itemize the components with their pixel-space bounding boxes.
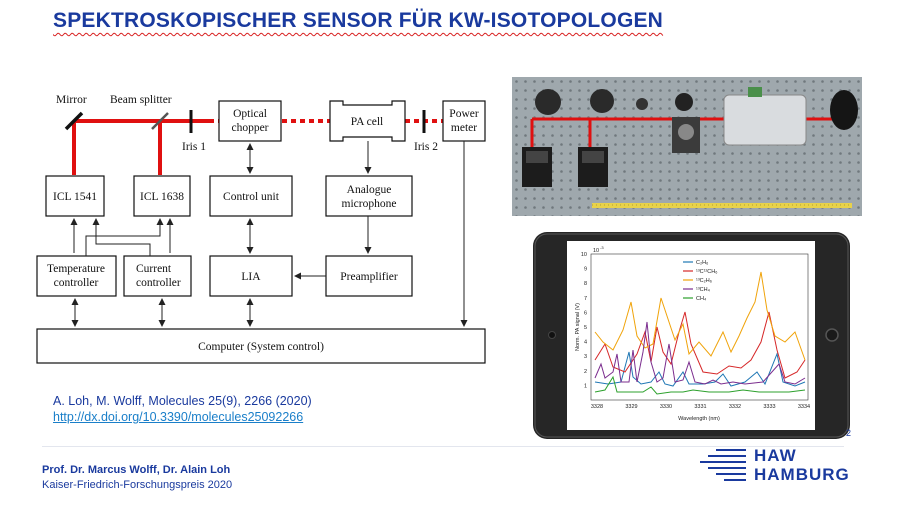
spectrum-plot: 10 9 8 7 6 5 4 3 2 1 3328 3329 3330 3331 3332 3333 3334… (533, 232, 850, 439)
iris1-label: Iris 1 (182, 141, 206, 153)
current-controller-label-2: controller (136, 277, 181, 289)
power-meter-box (442, 100, 486, 142)
lia-label: LIA (241, 271, 261, 283)
y-multiplier-exp: -3 (600, 245, 604, 250)
optical-chopper-box (218, 100, 282, 142)
y-tick-label: 9 (584, 267, 587, 273)
temperature-controller-label-1: Temperature (47, 263, 105, 275)
pa-cell-label: PA cell (351, 116, 383, 128)
haw-hamburg-logo: HAW HAMBURG (700, 446, 865, 486)
preamplifier-box (325, 255, 413, 297)
lia-box (209, 255, 293, 297)
footer-event: Kaiser-Friedrich-Forschungspreis 2020 (42, 479, 233, 491)
x-tick-label: 3329 (625, 404, 637, 410)
analogue-microphone-box (325, 175, 413, 217)
icl1638-label: ICL 1638 (140, 191, 184, 203)
series-c2h6 (594, 351, 806, 387)
x-tick-label: 3333 (763, 404, 775, 410)
x-tick-label: 3332 (729, 404, 741, 410)
slide-title: SPEKTROSKOPISCHER SENSOR FÜR KW-ISOTOPOL… (53, 9, 664, 32)
power-meter-label-2: meter (451, 122, 477, 134)
temperature-controller-box (36, 255, 117, 297)
analogue-microphone-label-2: microphone (342, 198, 397, 210)
x-tick-label: 3334 (798, 404, 810, 410)
legend-label: ¹³CH₄ (696, 287, 711, 293)
y-tick-label: 1 (584, 383, 587, 389)
y-tick-label: 8 (584, 281, 587, 287)
series-13c12ch6 (594, 311, 806, 379)
current-controller-label-1: Current (136, 263, 172, 275)
page-number: 2 (846, 428, 852, 438)
power-meter-label-1: Power (449, 108, 479, 120)
y-tick-label: 2 (584, 369, 587, 375)
icl1541-label: ICL 1541 (53, 191, 97, 203)
reference-doi-link[interactable]: http://dx.doi.org/10.3390/molecules25092… (53, 410, 304, 424)
y-axis-ticks: 10 9 8 7 6 5 4 3 2 1 (581, 252, 587, 389)
footer-authors: Prof. Dr. Marcus Wolff, Dr. Alain Loh (42, 464, 231, 476)
control-unit-box (209, 175, 293, 217)
series-13ch4 (594, 321, 806, 385)
series-13c2h6 (594, 271, 806, 361)
footer: Prof. Dr. Marcus Wolff, Dr. Alain Loh Ka… (42, 463, 232, 493)
y-tick-label: 4 (584, 340, 587, 346)
iris2-label: Iris 2 (414, 141, 438, 153)
analogue-microphone-label-1: Analogue (347, 184, 392, 196)
plot-legend: C₂H₆ ¹³C¹²CH₆ ¹³C₂H₆ ¹³CH₄ CH₄ (683, 260, 717, 302)
mirror-icon (64, 111, 84, 131)
y-tick-label: 6 (584, 310, 587, 316)
x-tick-label: 3330 (660, 404, 672, 410)
optical-chopper-label-2: chopper (231, 122, 268, 134)
logo-stripes-icon (700, 449, 746, 481)
legend-label: ¹³C₂H₆ (696, 278, 712, 284)
series-ch4 (594, 375, 806, 395)
current-controller-box (123, 255, 192, 297)
y-axis-label: Norm. PA signal (V) (575, 303, 581, 351)
computer-box (36, 328, 486, 364)
icl1638-box (133, 175, 191, 217)
legend-label: C₂H₆ (696, 260, 708, 266)
mirror-label: Mirror (56, 94, 87, 106)
legend-label: ¹³C¹²CH₆ (696, 269, 717, 275)
setup-photo (512, 77, 862, 216)
y-tick-label: 7 (584, 296, 587, 302)
x-axis-ticks: 3328 3329 3330 3331 3332 3333 3334 (591, 404, 810, 410)
logo-line-1: HAW (754, 446, 797, 465)
beam-splitter-label: Beam splitter (110, 94, 172, 106)
logo-line-2: HAMBURG (754, 465, 850, 484)
y-multiplier: 10 (593, 248, 599, 254)
y-tick-label: 3 (584, 354, 587, 360)
pa-cell-box (329, 100, 406, 142)
preamplifier-label: Preamplifier (340, 271, 398, 283)
x-tick-label: 3331 (694, 404, 706, 410)
icl1541-box (45, 175, 105, 217)
control-unit-label: Control unit (223, 191, 280, 203)
y-tick-label: 10 (581, 252, 587, 258)
reference-block: A. Loh, M. Wolff, Molecules 25(9), 2266 … (53, 393, 312, 425)
reference-citation: A. Loh, M. Wolff, Molecules 25(9), 2266 … (53, 394, 312, 408)
x-tick-label: 3328 (591, 404, 603, 410)
tablet-spectrum-figure: 10 9 8 7 6 5 4 3 2 1 3328 3329 3330 3331 3332 3333 3334… (533, 232, 850, 439)
temperature-controller-label-2: controller (54, 277, 99, 289)
beam-splitter-icon (151, 112, 169, 130)
legend-label: CH₄ (696, 296, 707, 302)
footer-divider (42, 446, 844, 447)
optical-chopper-label-1: Optical (233, 108, 267, 120)
y-tick-label: 5 (584, 325, 587, 331)
computer-label: Computer (System control) (198, 341, 324, 353)
x-axis-label: Wavelength (nm) (678, 416, 720, 422)
